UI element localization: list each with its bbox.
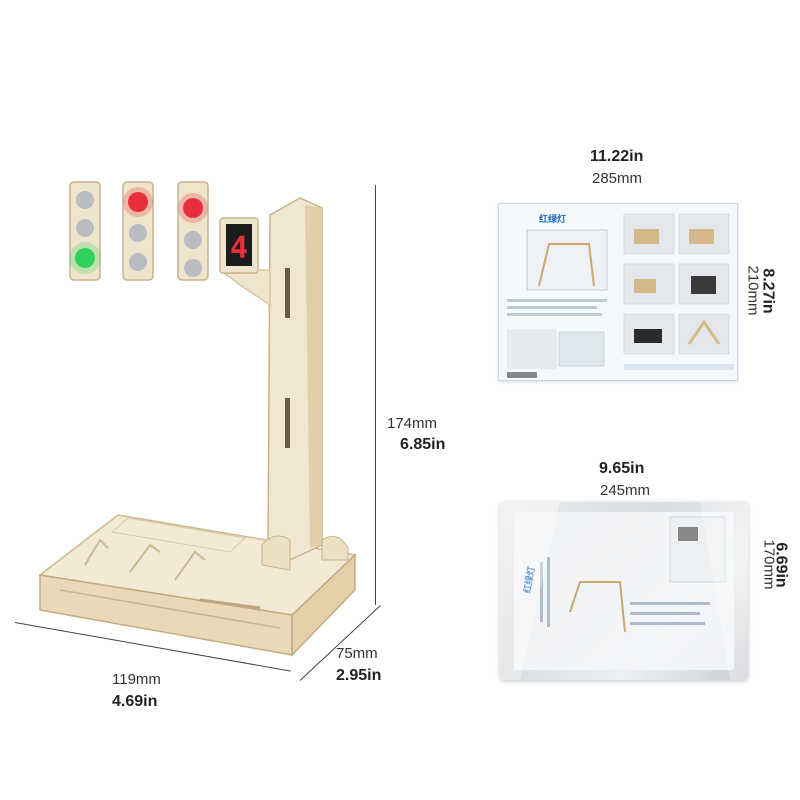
wooden-pole: [218, 197, 349, 571]
signal-head-3: [177, 181, 209, 281]
height-mm-label: 174mm: [387, 415, 438, 432]
wooden-base: [38, 514, 357, 657]
package-content-illustration: [500, 502, 748, 680]
width-inch-label: 4.69in: [112, 693, 158, 710]
manual-title: 红绿灯: [539, 214, 567, 224]
digit-display: 4: [219, 217, 259, 274]
depth-inch-label: 2.95in: [336, 667, 382, 684]
package-width-mm-label: 245mm: [600, 482, 651, 499]
manual-content-illustration: [507, 213, 734, 378]
height-dimension-line: [375, 185, 376, 605]
packaging-bag: 红绿灯: [500, 502, 748, 680]
instruction-manual: 红绿灯: [498, 203, 738, 381]
manual-width-inch-label: 11.22in: [590, 148, 644, 165]
package-height-mm-label: 170mm: [760, 539, 778, 590]
signal-head-2: [122, 181, 154, 281]
depth-mm-label: 75mm: [336, 645, 378, 662]
signal-head-1: [69, 181, 101, 281]
height-inch-label: 6.85in: [400, 436, 446, 453]
red-light-icon: [128, 192, 148, 212]
package-width-inch-label: 9.65in: [599, 460, 645, 477]
green-light-icon: [75, 248, 95, 268]
manual-height-mm-label: 210mm: [744, 265, 762, 316]
width-mm-label: 119mm: [112, 671, 161, 688]
red-light-icon: [183, 198, 203, 218]
digit-text: 4: [230, 231, 248, 266]
manual-width-mm-label: 285mm: [592, 170, 643, 187]
